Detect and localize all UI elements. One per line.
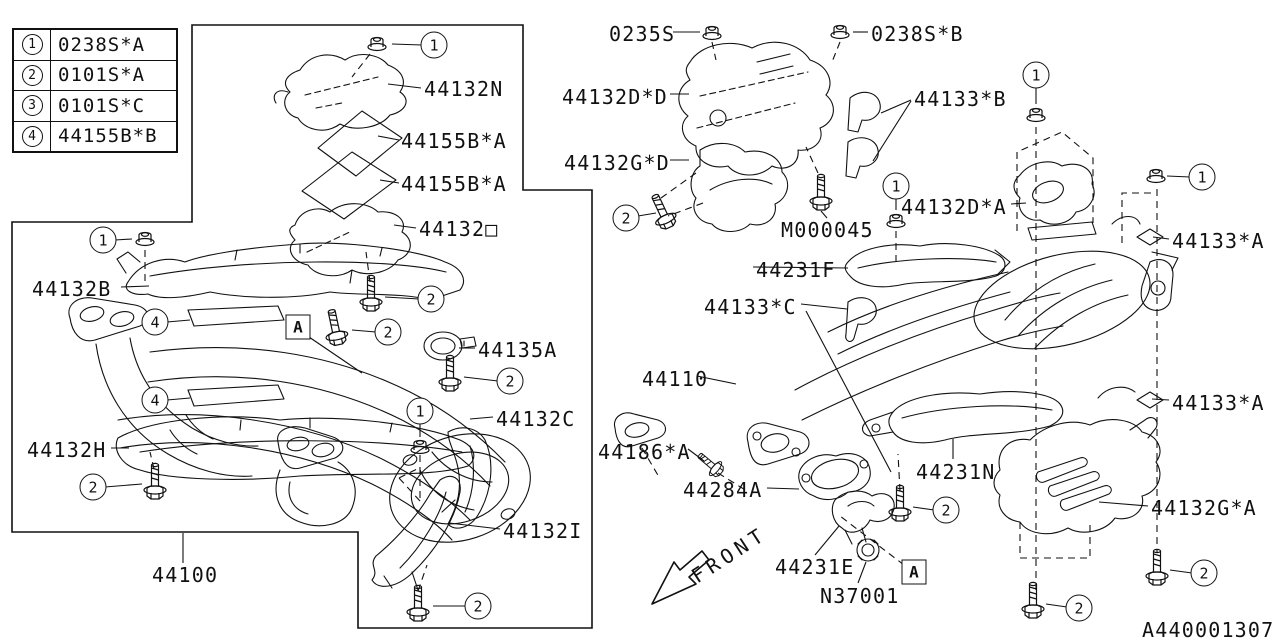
- callout-number: 4: [21, 125, 43, 147]
- part-label-44284a: 44284A: [683, 478, 763, 502]
- bolt-icon: [438, 354, 462, 392]
- part-label-44132i: 44132I: [503, 519, 583, 543]
- part-label-44231f: 44231F: [756, 258, 836, 282]
- part-label-44155b-a: 44155B*A: [401, 129, 507, 153]
- callout-circle-2: 2: [374, 318, 402, 346]
- front-direction-arrow: [651, 550, 710, 605]
- dashed-construction-lines: [144, 41, 1158, 592]
- right-assembly-drawing: [613, 41, 1179, 562]
- legend-table: 1 0238S*A 2 0101S*A 3 0101S*C 4 44155B*B: [12, 28, 178, 153]
- callout-circle-1: 1: [1022, 61, 1050, 89]
- callout-circle-2: 2: [417, 285, 445, 313]
- drawing-code: A440001307: [1142, 618, 1275, 642]
- callout-number: 3: [21, 95, 43, 117]
- part-label-44231n: 44231N: [916, 460, 996, 484]
- part-label-44133-b: 44133*B: [914, 87, 1007, 111]
- part-label-44132d-a: 44132D*A: [901, 195, 1007, 219]
- callout-circle-4: 4: [141, 386, 169, 414]
- inset-box-border: [11, 24, 593, 629]
- legend-row: 4 44155B*B: [14, 120, 176, 151]
- callout-circle-1: 1: [420, 31, 448, 59]
- callout-circle-2: 2: [612, 204, 640, 232]
- part-label-44110: 44110: [642, 367, 709, 391]
- left-assembly-drawing: [68, 54, 531, 591]
- part-label-44132d-d: 44132D*D: [562, 85, 668, 109]
- part-label-44231e: 44231E: [775, 555, 855, 579]
- part-label-44100: 44100: [152, 563, 219, 587]
- legend-part-code: 0238S*A: [58, 33, 146, 56]
- bolt-icon: [359, 274, 383, 312]
- part-label-44133-a: 44133*A: [1172, 229, 1265, 253]
- nut-icon: [135, 231, 155, 247]
- legend-callout-cell: 2: [14, 60, 51, 90]
- part-label-44132n: 44132N: [424, 77, 504, 101]
- nut-icon: [1146, 168, 1166, 184]
- part-label-44155b-a2: 44155B*A: [401, 172, 507, 196]
- callout-circle-4: 4: [141, 308, 169, 336]
- leader-lines: [104, 31, 1193, 608]
- part-label-n37001: N37001: [820, 584, 900, 608]
- part-label-44132c: 44132C: [496, 407, 576, 431]
- legend-callout-cell: 4: [14, 121, 51, 151]
- part-label-44132g-d: 44132G*D: [564, 151, 670, 175]
- nut-icon: [410, 439, 430, 455]
- callout-circle-2: 2: [496, 367, 524, 395]
- bolt-icon: [1021, 581, 1045, 619]
- section-marker-a: A: [901, 559, 927, 585]
- bolt-icon: [1145, 548, 1169, 586]
- part-label-m000045: M000045: [781, 218, 874, 242]
- callout-circle-2: 2: [932, 496, 960, 524]
- legend-part-code: 0101S*A: [58, 64, 146, 87]
- part-label-0235s: 0235S: [609, 22, 676, 46]
- section-marker-a: A: [285, 314, 311, 340]
- nut-icon: [367, 36, 387, 52]
- legend-part-code: 0101S*C: [58, 94, 146, 117]
- legend-callout-cell: 1: [14, 30, 51, 60]
- legend-part-code: 44155B*B: [58, 125, 158, 148]
- part-label-44132-sq: 44132□: [419, 217, 499, 241]
- bolt-icon: [888, 484, 912, 522]
- part-label-44132h: 44132H: [27, 438, 107, 462]
- callout-circle-2: 2: [79, 473, 107, 501]
- bolt-icon: [319, 306, 351, 348]
- callout-circle-2: 2: [1065, 594, 1093, 622]
- bolt-icon: [809, 173, 833, 211]
- nut-icon: [830, 24, 850, 40]
- nut-icon: [1026, 107, 1046, 123]
- callout-circle-1: 1: [1188, 163, 1216, 191]
- legend-row: 3 0101S*C: [14, 90, 176, 121]
- callout-number: 2: [21, 64, 43, 86]
- callout-number: 1: [21, 34, 43, 56]
- part-label-44133-a2: 44133*A: [1172, 391, 1265, 415]
- part-label-44132b: 44132B: [32, 277, 112, 301]
- part-label-44132g-a: 44132G*A: [1151, 496, 1257, 520]
- part-label-0238s-b: 0238S*B: [871, 22, 964, 46]
- callout-circle-1: 1: [89, 226, 117, 254]
- legend-row: 2 0101S*A: [14, 59, 176, 90]
- legend-callout-cell: 3: [14, 91, 51, 121]
- part-label-44186-a: 44186*A: [598, 440, 691, 464]
- legend-row: 1 0238S*A: [14, 30, 176, 60]
- callout-circle-1: 1: [406, 397, 434, 425]
- bolt-icon: [143, 462, 167, 500]
- callout-circle-2: 2: [464, 592, 492, 620]
- part-label-44133-c: 44133*C: [704, 295, 797, 319]
- bolt-icon: [406, 584, 430, 622]
- callout-circle-2: 2: [1190, 559, 1218, 587]
- callout-circle-1: 1: [882, 172, 910, 200]
- part-label-44135a: 44135A: [478, 338, 558, 362]
- nut-icon: [702, 25, 722, 41]
